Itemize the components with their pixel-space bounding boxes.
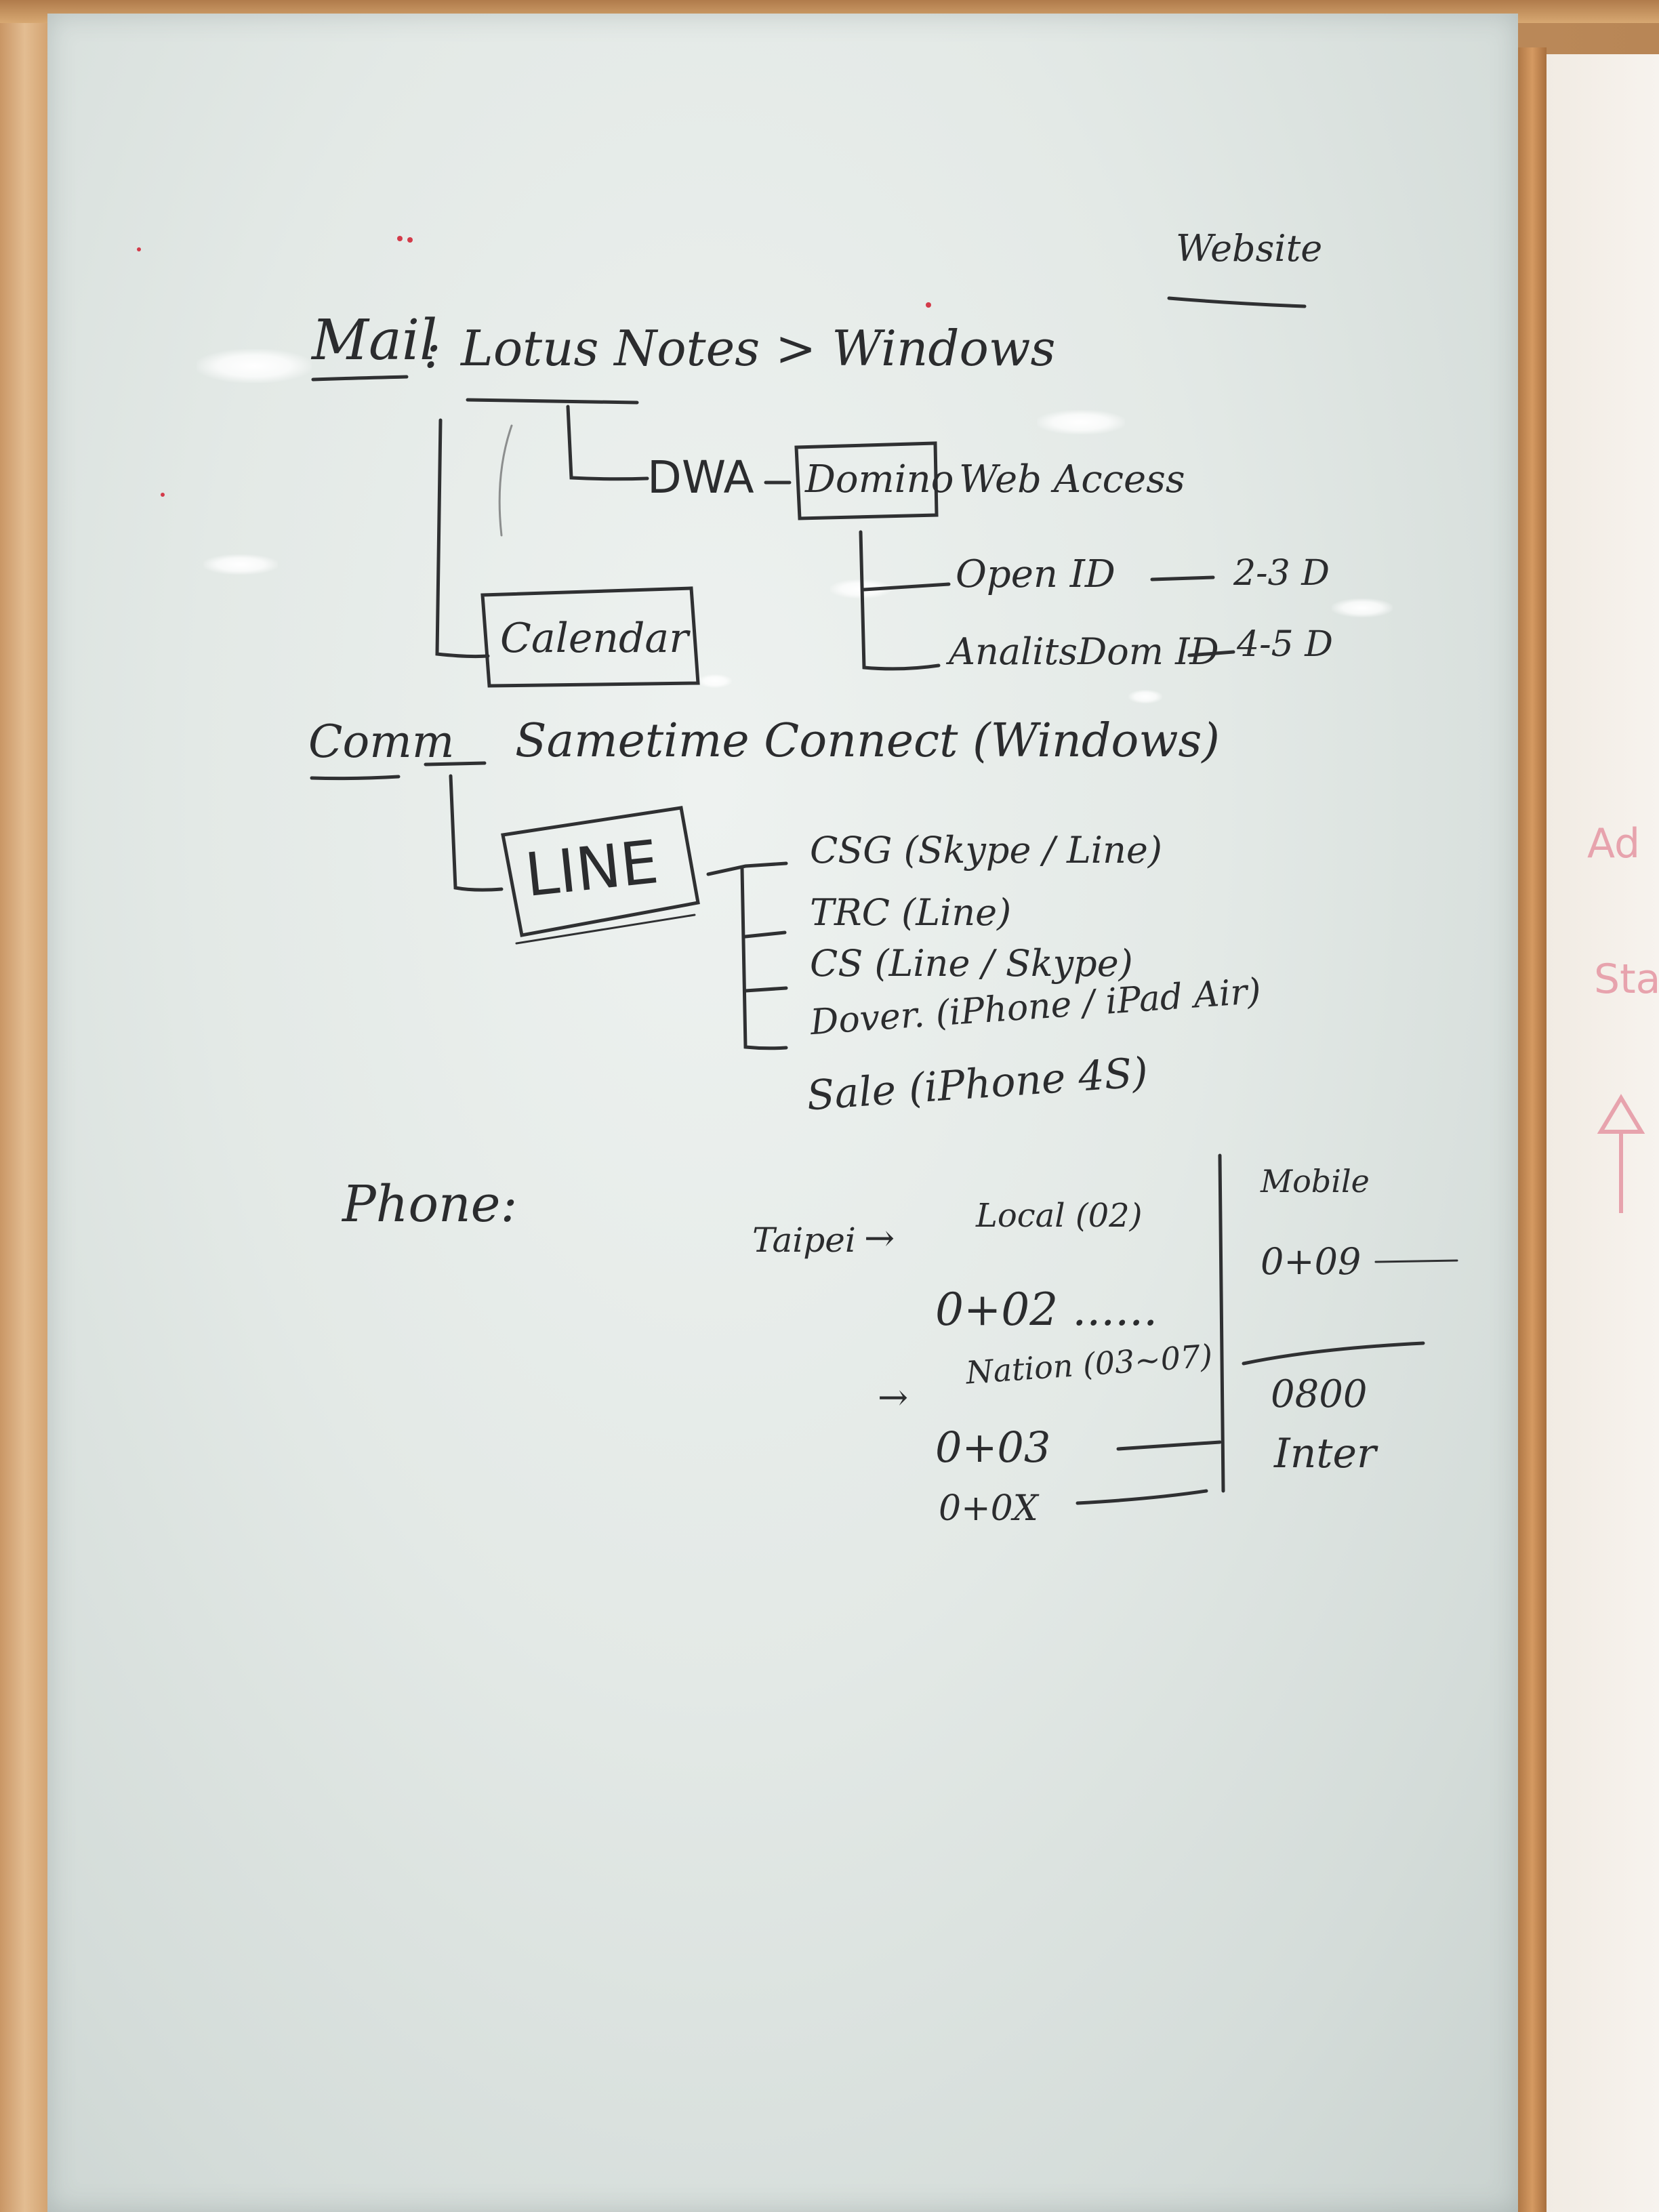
dwa-label: DWA bbox=[647, 451, 754, 504]
faint-pink-drawing bbox=[1597, 1094, 1645, 1213]
mail-system: Lotus Notes > Windows bbox=[461, 320, 1056, 377]
phone-dial-09: 0+09 bbox=[1261, 1240, 1361, 1283]
phone-heading: Phone: bbox=[342, 1175, 518, 1233]
comm-item-csg: CSG (Skype / Line) bbox=[810, 829, 1162, 872]
comm-item-cs: CS (Line / Skype) bbox=[810, 942, 1133, 985]
ceiling-light-reflection bbox=[1037, 410, 1125, 434]
analytics-id-label: AnalitsDom ID bbox=[949, 630, 1219, 673]
red-marker-dots bbox=[137, 236, 931, 497]
phone-arrow-local: → bbox=[864, 1216, 895, 1259]
open-id-duration: 2-3 D bbox=[1233, 553, 1330, 594]
comm-heading: Comm bbox=[308, 716, 455, 768]
faint-pink-marker-b: Sta bbox=[1594, 956, 1659, 1003]
phone-local: Local (02) bbox=[976, 1197, 1143, 1235]
web-access-label: Web Access bbox=[959, 457, 1185, 501]
phone-dial-03: 0+03 bbox=[935, 1422, 1051, 1472]
analytics-id-duration: 4-5 D bbox=[1237, 624, 1333, 665]
faint-pink-marker-a: Ad bbox=[1587, 820, 1641, 867]
phone-inter: Inter bbox=[1274, 1430, 1376, 1477]
phone-taipei: Taipei bbox=[752, 1221, 856, 1260]
phone-arrow-nation: → bbox=[878, 1376, 909, 1418]
domino-box-label: Domino bbox=[805, 457, 954, 501]
ceiling-light-reflection bbox=[698, 674, 732, 688]
line-box-label: LINE bbox=[522, 827, 662, 910]
mail-heading: Mail bbox=[312, 308, 438, 373]
mail-colon: : bbox=[424, 319, 441, 380]
phone-mobile-label: Mobile bbox=[1261, 1163, 1370, 1200]
phone-dial-0x: 0+0X bbox=[939, 1488, 1038, 1529]
open-id-label: Open ID bbox=[956, 552, 1115, 596]
frame-right-edge bbox=[1518, 47, 1547, 2212]
website-note: Website bbox=[1176, 227, 1323, 270]
ceiling-light-reflection bbox=[203, 554, 278, 575]
phone-toll-free: 0800 bbox=[1271, 1372, 1368, 1416]
calendar-box-label: Calendar bbox=[500, 615, 689, 662]
phone-dial-02: 0+02 ...... bbox=[935, 1284, 1158, 1336]
ceiling-light-reflection bbox=[1128, 690, 1162, 703]
ceiling-light-reflection bbox=[197, 349, 312, 383]
sametime-label: Sametime Connect (Windows) bbox=[515, 714, 1220, 768]
ceiling-light-reflection bbox=[1332, 598, 1393, 617]
adjacent-whiteboard: Ad Sta bbox=[1547, 54, 1659, 2212]
comm-item-trc: TRC (Line) bbox=[810, 891, 1012, 934]
